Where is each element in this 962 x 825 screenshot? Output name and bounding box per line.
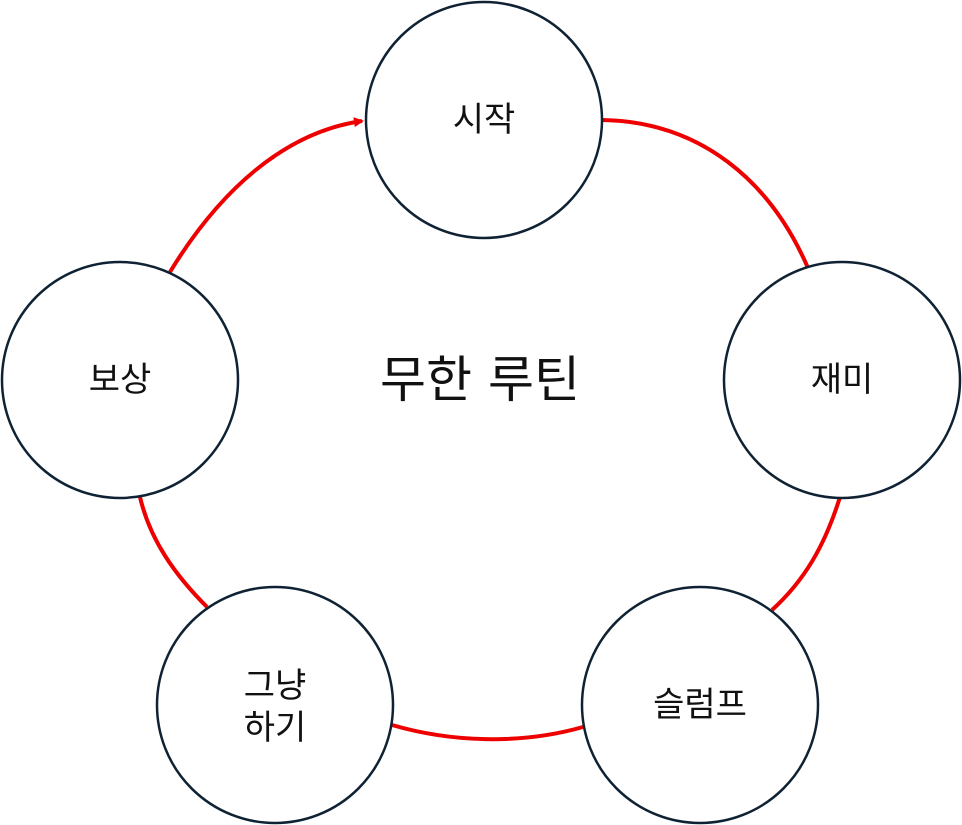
arc-start-to-fun: [602, 118, 810, 269]
node-just-do-it-circle: [155, 585, 395, 825]
node-reward: 보상: [0, 260, 240, 500]
arc-reward-to-start-arrow: [168, 117, 364, 274]
node-just-do-it: 그냥 하기: [155, 585, 395, 825]
arc-fun-to-slump: [770, 496, 842, 612]
node-slump: 슬럼프: [580, 585, 820, 825]
node-slump-circle: [580, 585, 820, 825]
diagram-title: 무한 루틴: [380, 351, 580, 409]
arc-just-do-it-to-reward: [138, 496, 209, 609]
node-slump-label: 슬럼프: [653, 685, 747, 725]
node-just-do-it-label-line2: 하기: [244, 708, 307, 748]
node-start: 시작: [364, 0, 604, 240]
node-just-do-it-label-line1: 그냥: [244, 666, 307, 706]
node-fun: 재미: [722, 260, 962, 500]
arc-slump-to-just-do-it: [391, 723, 584, 742]
node-fun-circle: [722, 260, 962, 500]
node-fun-label: 재미: [811, 360, 874, 400]
node-reward-circle: [0, 260, 240, 500]
node-reward-label: 보상: [89, 360, 152, 400]
node-start-circle: [364, 0, 604, 240]
node-start-label: 시작: [453, 100, 516, 140]
